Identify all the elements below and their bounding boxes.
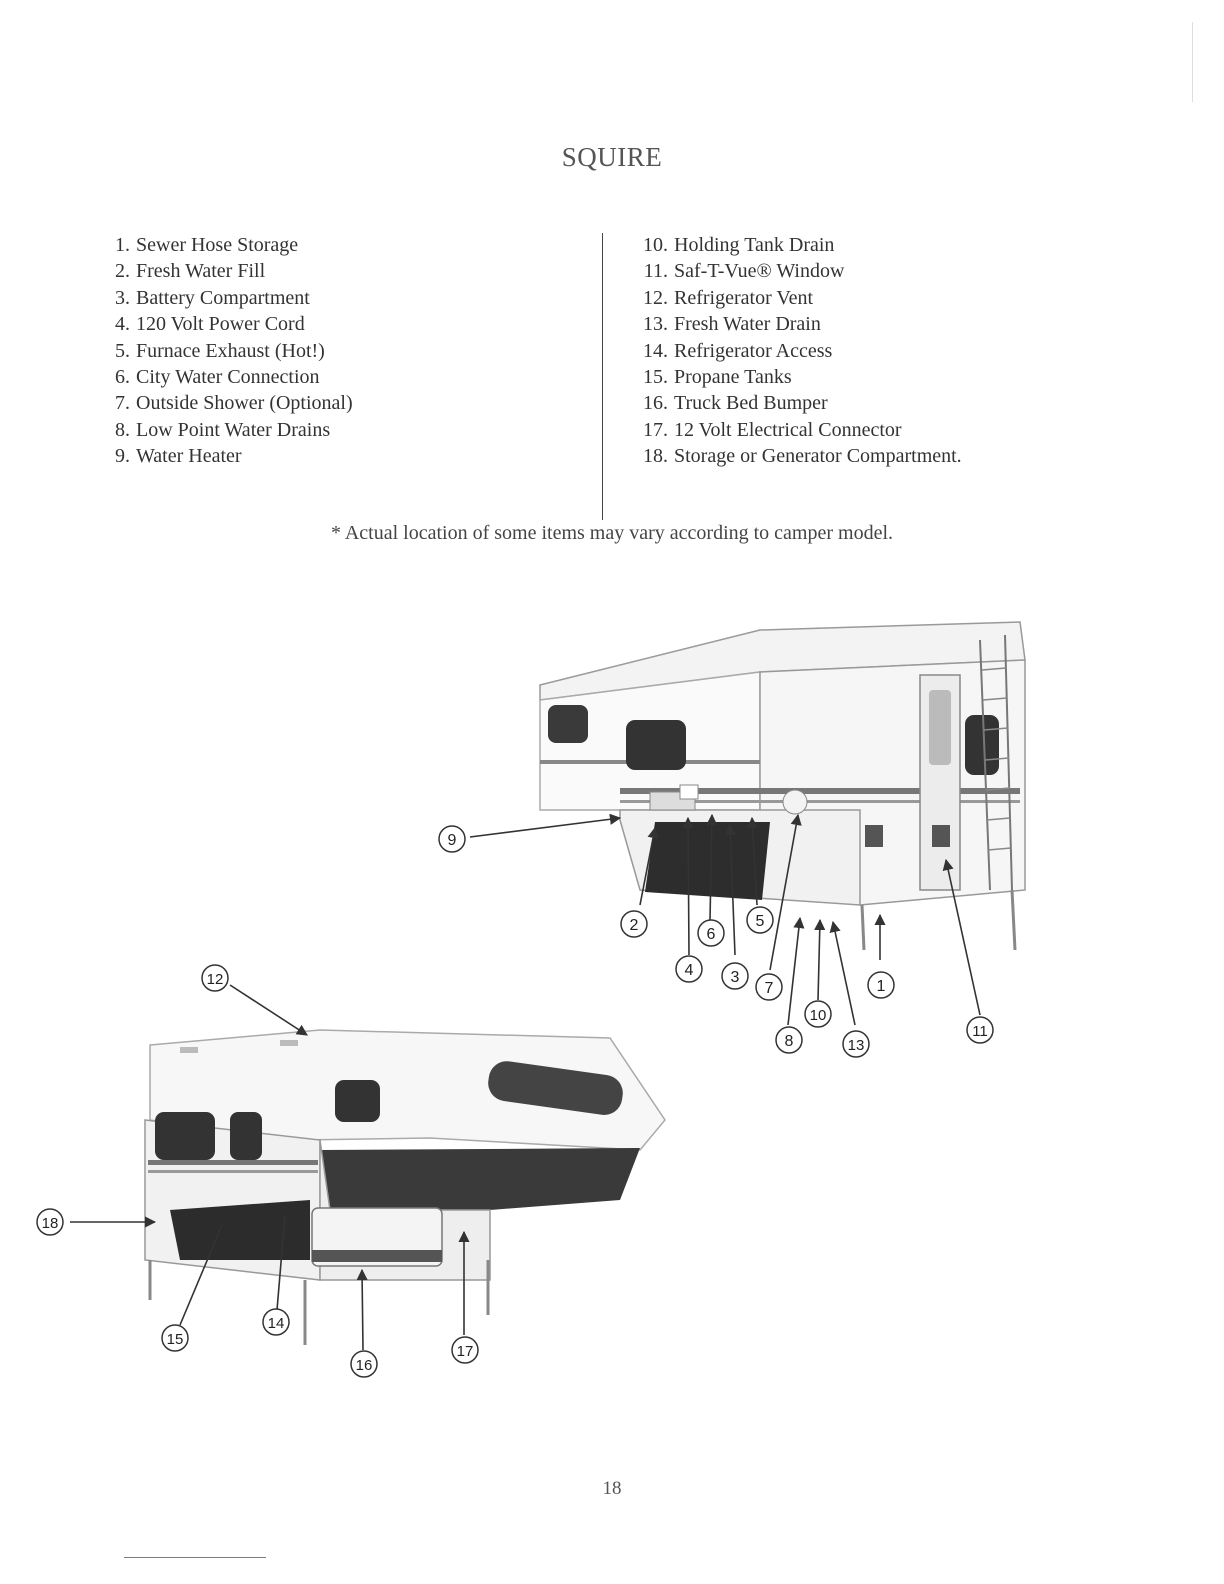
callout: 6 — [697, 919, 725, 947]
column-divider — [602, 233, 603, 520]
callout-label: 3 — [731, 969, 740, 986]
callout-label: 14 — [268, 1315, 285, 1332]
callout: 10 — [804, 1000, 832, 1028]
legend-item: 3.Battery Compartment — [115, 286, 310, 309]
callout: 4 — [675, 955, 703, 983]
callout: 9 — [438, 825, 466, 853]
callout: 5 — [746, 906, 774, 934]
legend-item: 1.Sewer Hose Storage — [115, 234, 299, 256]
callout-label: 7 — [765, 980, 774, 997]
callout-label: 9 — [448, 832, 457, 849]
legend-item: 7.Outside Shower (Optional) — [115, 392, 353, 415]
legend-label: Low Point Water Drains — [136, 418, 331, 441]
callout-label: 12 — [207, 971, 224, 988]
legend-label: Holding Tank Drain — [674, 234, 835, 256]
callout: 14 — [262, 1308, 290, 1336]
bottom-rule — [124, 1557, 266, 1558]
callout-label: 8 — [785, 1033, 794, 1050]
callout-label: 6 — [707, 926, 716, 943]
legend-label: Sewer Hose Storage — [136, 234, 299, 256]
callout: 18 — [36, 1208, 64, 1236]
callout-label: 5 — [756, 913, 765, 930]
callout: 7 — [755, 973, 783, 1001]
callout: 17 — [451, 1336, 479, 1364]
legend-label: Refrigerator Access — [674, 339, 833, 362]
page-number: 18 — [602, 1478, 622, 1499]
camper-front-view — [144, 1029, 666, 1345]
callout-label: 17 — [457, 1343, 474, 1360]
legend-label: Saf-T-Vue® Window — [674, 260, 845, 283]
callout: 13 — [842, 1030, 870, 1058]
callout-label: 1 — [877, 978, 886, 995]
callout-label: 11 — [972, 1023, 988, 1040]
legend-item: 12.Refrigerator Vent — [643, 286, 814, 309]
callout-label: 13 — [848, 1037, 865, 1054]
legend-label: Propane Tanks — [674, 366, 792, 389]
legend-label: City Water Connection — [136, 366, 320, 389]
legend-item: 6.City Water Connection — [115, 366, 320, 389]
legend-item: 10.Holding Tank Drain — [643, 234, 835, 256]
callout: 11 — [966, 1016, 994, 1044]
legend-item: 13.Fresh Water Drain — [643, 313, 821, 336]
legend-item: 11.Saf-T-Vue® Window — [643, 260, 845, 283]
callout-label: 10 — [810, 1007, 827, 1024]
legend-label: Refrigerator Vent — [674, 286, 814, 309]
legend-label: Truck Bed Bumper — [674, 392, 828, 415]
callout-label: 4 — [685, 962, 694, 979]
legend-label: Fresh Water Fill — [136, 260, 266, 283]
legend-label: 12 Volt Electrical Connector — [674, 418, 902, 441]
legend-item: 17.12 Volt Electrical Connector — [643, 418, 902, 441]
callout-label: 15 — [167, 1331, 184, 1348]
legend-label: Storage or Generator Compartment. — [674, 445, 962, 468]
legend-right-column: 10.Holding Tank Drain 11.Saf-T-Vue® Wind… — [636, 232, 962, 470]
legend-item: 9.Water Heater — [115, 445, 242, 468]
callout: 3 — [721, 962, 749, 990]
legend-item: 8.Low Point Water Drains — [115, 418, 331, 441]
callout: 2 — [620, 910, 648, 938]
leader-lines — [70, 813, 981, 1351]
callout: 12 — [201, 964, 229, 992]
callout-label: 2 — [630, 917, 639, 934]
legend-label: Fresh Water Drain — [674, 313, 821, 336]
legend-item: 2.Fresh Water Fill — [115, 260, 266, 283]
footnote: * Actual location of some items may vary… — [330, 522, 894, 544]
legend-item: 16.Truck Bed Bumper — [643, 392, 828, 415]
callout-label: 16 — [356, 1357, 373, 1374]
legend-label: Outside Shower (Optional) — [136, 392, 353, 415]
legend-label: 120 Volt Power Cord — [136, 313, 305, 336]
camper-rear-view — [539, 621, 1026, 951]
callout: 8 — [775, 1026, 803, 1054]
legend-left-column: 1.Sewer Hose Storage 2.Fresh Water Fill … — [100, 232, 353, 470]
legend-item: 15.Propane Tanks — [643, 366, 792, 389]
legend-item: 18.Storage or Generator Compartment. — [643, 445, 962, 468]
callout: 15 — [161, 1324, 189, 1352]
callout-label: 18 — [42, 1215, 59, 1232]
legend-label: Furnace Exhaust (Hot!) — [136, 339, 325, 362]
callout: 16 — [350, 1350, 378, 1378]
scan-artifact — [1192, 22, 1193, 102]
camper-diagram: 9 2 6 5 4 3 7 1 10 8 13 11 — [36, 621, 1026, 1378]
page-title: SQUIRE — [561, 142, 663, 172]
callout: 1 — [867, 971, 895, 999]
legend-item: 14.Refrigerator Access — [643, 339, 833, 362]
legend-item: 4.120 Volt Power Cord — [115, 313, 305, 336]
legend-label: Water Heater — [136, 445, 242, 468]
legend-label: Battery Compartment — [136, 286, 310, 309]
legend-item: 5.Furnace Exhaust (Hot!) — [115, 339, 325, 362]
